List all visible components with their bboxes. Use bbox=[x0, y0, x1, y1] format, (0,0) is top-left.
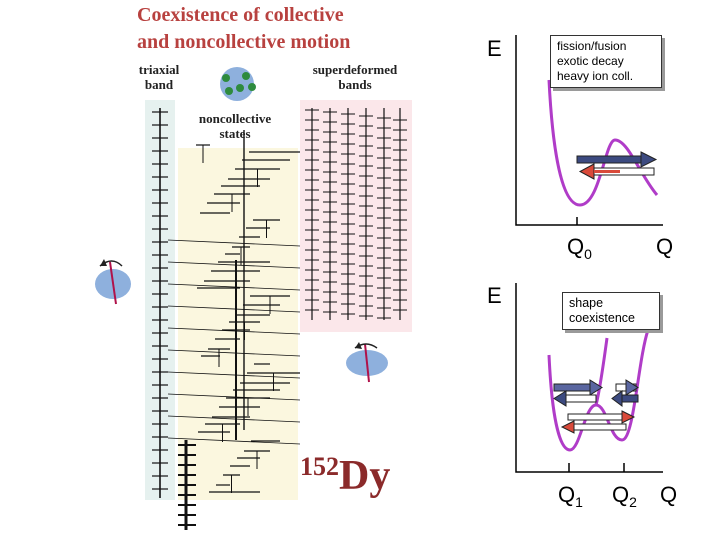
superdeformed-label-line1: superdeformed bbox=[312, 62, 398, 77]
isotope-mass: 152 bbox=[300, 452, 339, 481]
bottom-grey-arrow-left bbox=[553, 390, 597, 407]
isotope-label: 152Dy bbox=[300, 452, 390, 500]
bottom-potential-plot bbox=[515, 283, 663, 473]
triaxial-label-line2: band bbox=[144, 77, 174, 92]
title-line-2: and noncollective motion bbox=[137, 31, 351, 53]
bottom-red-arrow-right bbox=[567, 410, 636, 424]
triaxial-band-label: triaxial band bbox=[128, 62, 190, 92]
bottom-q-axis-label: Q bbox=[660, 482, 678, 507]
bottom-process-box: shape coexistence bbox=[562, 292, 660, 330]
superdeformed-label-line2: bands bbox=[338, 77, 372, 92]
bottom-plot-axes bbox=[515, 283, 663, 473]
top-process-box: fission/fusion exotic decay heavy ion co… bbox=[550, 35, 662, 88]
bottom-q1-label: Q1 bbox=[558, 482, 583, 510]
top-plot-axes bbox=[515, 35, 663, 226]
bottom-q2-label: Q2 bbox=[612, 482, 637, 510]
bottom-grey-arrow-right bbox=[611, 390, 639, 407]
top-energy-axis-label: E bbox=[487, 36, 502, 61]
level-scheme bbox=[152, 108, 407, 530]
bottom-blue-arrow-left bbox=[553, 379, 603, 396]
noncollective-area bbox=[178, 148, 298, 500]
bottom-red-arrow-left bbox=[560, 420, 627, 434]
bottom-box-line-1: shape bbox=[569, 296, 604, 310]
top-potential-plot bbox=[515, 35, 663, 226]
top-q0-sub: 0 bbox=[584, 246, 592, 262]
noncollective-states-label: noncollective states bbox=[182, 111, 288, 141]
bottom-blue-arrow-right bbox=[615, 379, 639, 396]
bottom-box-line-2: coexistence bbox=[569, 311, 636, 325]
noncollective-label-line2: states bbox=[219, 126, 251, 141]
title-line-1: Coexistence of collective bbox=[137, 4, 344, 26]
nucleus-cluster-icon bbox=[220, 67, 256, 101]
top-q0-label: Q0 bbox=[567, 234, 592, 262]
bottom-q1-sub: 1 bbox=[575, 494, 583, 510]
isotope-element: Dy bbox=[339, 453, 391, 499]
top-q-axis-label: Q bbox=[656, 234, 674, 259]
top-potential-curve bbox=[547, 79, 659, 207]
superdeformed-area bbox=[300, 100, 412, 332]
bottom-q2-sub: 2 bbox=[629, 494, 637, 510]
bottom-q2-main: Q bbox=[612, 482, 630, 507]
superdeformed-bands-label: superdeformed bands bbox=[296, 62, 414, 92]
triaxial-label-line1: triaxial bbox=[138, 62, 180, 77]
bottom-energy-axis-label: E bbox=[487, 283, 502, 308]
noncollective-label-line1: noncollective bbox=[198, 111, 272, 126]
top-box-line-3: heavy ion coll. bbox=[557, 69, 634, 83]
top-q0-main: Q bbox=[567, 234, 585, 259]
top-box-line-2: exotic decay bbox=[557, 54, 624, 68]
top-blue-arrow bbox=[576, 151, 658, 168]
bottom-q1-main: Q bbox=[558, 482, 576, 507]
top-box-line-1: fission/fusion bbox=[557, 39, 627, 53]
top-red-arrow bbox=[578, 163, 655, 180]
superdeformed-nucleus-icon bbox=[346, 342, 388, 383]
triaxial-nucleus-icon bbox=[95, 259, 131, 305]
